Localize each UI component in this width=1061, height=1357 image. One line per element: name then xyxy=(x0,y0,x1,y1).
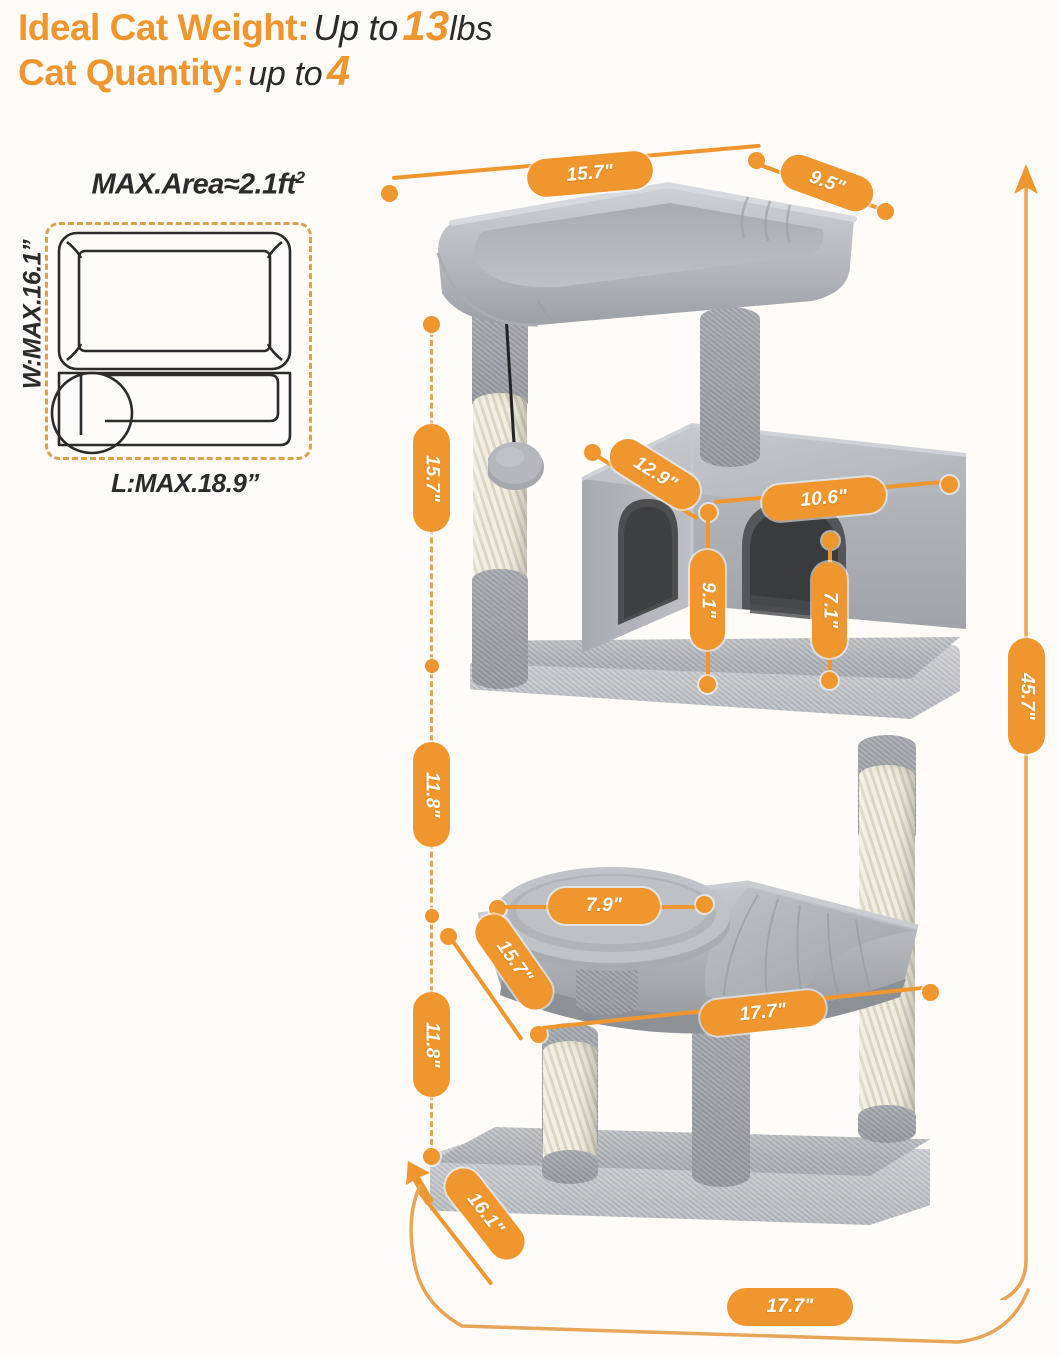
upper-post-left-sisal xyxy=(473,393,527,589)
dim-total-height: 45.7" xyxy=(1008,638,1045,754)
weight-prefix: Up to xyxy=(313,7,398,48)
arrow-up-left-icon xyxy=(406,1161,434,1205)
pompom-svg xyxy=(486,314,544,490)
dim-bowl-diameter: 7.9" xyxy=(548,888,660,924)
upper-post-left-plush-bottom xyxy=(472,569,528,689)
dim-endpoint-arch-bottom xyxy=(821,672,838,689)
dim-base-width: 17.7" xyxy=(727,1288,853,1326)
dim-condo-opening-height: 7.1" xyxy=(812,562,847,658)
cat-quantity-line: Cat Quantity: up to 4 xyxy=(18,46,1038,94)
top-bed xyxy=(418,175,870,335)
lower-post-left-cap xyxy=(542,1150,598,1184)
dim-endpoint-bowl-left xyxy=(489,900,506,917)
dim-endpoint-bed-left xyxy=(381,185,398,202)
pompom-toy xyxy=(486,314,548,515)
dim-endpoint-bowl-right xyxy=(696,896,713,913)
dim-left-seg-mid: 11.8" xyxy=(413,742,450,847)
dim-condo-height: 9.1" xyxy=(690,550,725,650)
total-height-guide xyxy=(1000,164,1038,1300)
footprint-width-label: W:MAX.16.1” xyxy=(18,239,47,390)
quantity-prefix: up to xyxy=(248,54,323,93)
dim-arch-text: 7.1" xyxy=(819,591,841,629)
dim-left-seg-top: 15.7" xyxy=(413,424,450,532)
ideal-cat-weight-line: Ideal Cat Weight: Up to 13lbs xyxy=(18,2,1038,49)
lower-post-right-cap xyxy=(858,1105,916,1143)
dim-endpoint-condo-width-end xyxy=(941,476,958,493)
quantity-value: 4 xyxy=(326,46,351,94)
dim-endpoint-hammock-width-end xyxy=(922,984,939,1001)
max-area-title: MAX.Area≈2.1ft2 xyxy=(91,168,306,201)
dim-condo-height-text: 9.1" xyxy=(697,581,719,619)
dim-endpoint-left-top xyxy=(423,316,440,333)
upper-post-right-plush xyxy=(700,307,760,467)
footprint-top-view-svg xyxy=(50,231,292,455)
cat-quantity-label: Cat Quantity: xyxy=(18,51,244,93)
dim-endpoint-condo-height-bottom xyxy=(699,676,716,693)
footprint-dashed-box xyxy=(45,222,312,460)
ideal-cat-weight-label: Ideal Cat Weight: xyxy=(18,7,309,48)
weight-value: 13 xyxy=(402,2,450,49)
header-specs: Ideal Cat Weight: Up to 13lbs Cat Quanti… xyxy=(18,2,1038,94)
dim-left-seg-bottom: 11.8" xyxy=(413,992,450,1097)
dim-endpoint-left-bottom xyxy=(423,1148,440,1165)
dim-endpoint-left-mid2 xyxy=(425,909,439,923)
dim-endpoint-bed-depth-end xyxy=(877,203,894,220)
top-bed-svg xyxy=(436,181,857,327)
footprint-length-label: L:MAX.18.9” xyxy=(111,468,259,498)
weight-unit: lbs xyxy=(449,10,493,48)
base-outline-guide xyxy=(409,1184,1030,1344)
dim-endpoint-hammock-depth-bottom xyxy=(530,1026,547,1043)
dim-endpoint-left-mid1 xyxy=(425,659,439,673)
area-exponent: 2 xyxy=(295,168,305,187)
dim-base-depth-arrow xyxy=(400,1155,470,1225)
dim-chain-left xyxy=(430,322,433,1154)
